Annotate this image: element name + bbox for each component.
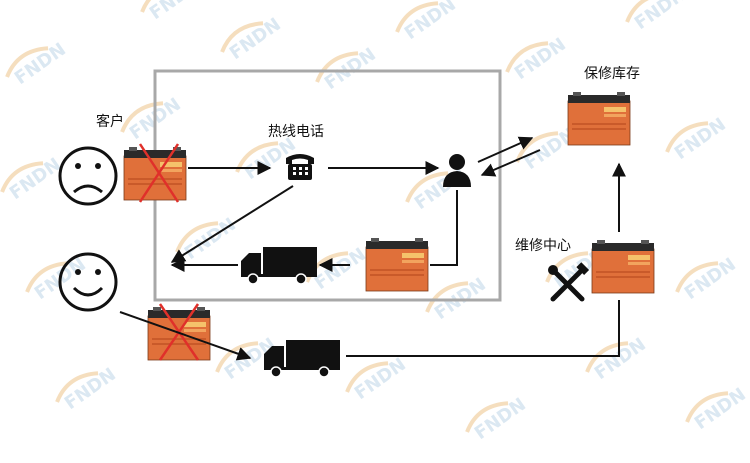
- watermark-logo: FNDN: [140, 0, 205, 24]
- hotline-label: 热线电话: [268, 124, 324, 140]
- arrow-stock-to-agent: [480, 149, 541, 177]
- watermark-logo: FNDN: [120, 94, 185, 144]
- watermark-logo: FNDN: [25, 254, 90, 304]
- line-agent-to-battery: [430, 190, 458, 266]
- svg-text:FNDN: FNDN: [681, 254, 740, 304]
- warranty-stock-label: 保修库存: [584, 66, 640, 82]
- happy-face-icon: [58, 252, 118, 312]
- warranty-stock-battery: [567, 91, 631, 146]
- watermark-logo: FNDN: [425, 274, 490, 324]
- svg-text:FNDN: FNDN: [11, 39, 70, 89]
- watermark-logo: FNDN: [220, 14, 285, 64]
- watermark-logo: FNDN: [505, 34, 570, 84]
- svg-text:FNDN: FNDN: [351, 354, 410, 404]
- svg-text:FNDN: FNDN: [311, 244, 370, 294]
- svg-text:FNDN: FNDN: [61, 364, 120, 414]
- sad-face-icon: [58, 146, 118, 206]
- faulty-battery-customer: [123, 146, 187, 201]
- repair-center-battery: [591, 239, 655, 294]
- watermark-logo: FNDN: [395, 0, 460, 44]
- arrow-hotline-to-customer: [170, 185, 294, 263]
- watermark-logo: FNDN: [585, 334, 650, 384]
- svg-text:FNDN: FNDN: [511, 34, 570, 84]
- repair-center-label: 维修中心: [515, 238, 571, 254]
- svg-text:FNDN: FNDN: [401, 0, 460, 44]
- line-truck-to-repair: [346, 300, 620, 357]
- watermark-logo: FNDN: [315, 44, 380, 94]
- replacement-battery: [365, 237, 429, 292]
- svg-text:FNDN: FNDN: [591, 334, 650, 384]
- svg-text:FNDN: FNDN: [321, 44, 380, 94]
- svg-text:FNDN: FNDN: [691, 384, 750, 434]
- svg-text:FNDN: FNDN: [6, 154, 65, 204]
- watermark-logo: FNDN: [5, 39, 70, 89]
- customer-label: 客户: [96, 114, 124, 130]
- svg-text:FNDN: FNDN: [146, 0, 205, 24]
- watermark-logo: FNDN: [0, 154, 65, 204]
- watermark-logo: FNDN: [55, 364, 120, 414]
- watermark-logo: FNDN: [665, 114, 730, 164]
- arrow-agent-to-stock: [477, 136, 534, 163]
- watermark-logo: FNDN: [175, 214, 240, 264]
- watermark-logo: FNDN: [625, 0, 690, 34]
- flow-arrows: [119, 136, 626, 361]
- svg-text:FNDN: FNDN: [226, 14, 285, 64]
- delivery-truck-icon: [240, 246, 318, 285]
- watermark-logo: FNDN: [685, 384, 750, 434]
- service-agent-icon: [443, 154, 471, 187]
- watermark-logo: FNDN: [345, 354, 410, 404]
- telephone-icon: [286, 154, 314, 180]
- cross-mark: [138, 143, 180, 203]
- watermark-logo: FNDN: [465, 394, 530, 444]
- svg-text:FNDN: FNDN: [471, 394, 530, 444]
- arrow-customer-to-return-truck: [119, 311, 252, 361]
- watermark-logo: FNDN: [675, 254, 740, 304]
- svg-text:FNDN: FNDN: [411, 164, 470, 214]
- svg-text:FNDN: FNDN: [671, 114, 730, 164]
- repair-tools-icon: [548, 262, 590, 302]
